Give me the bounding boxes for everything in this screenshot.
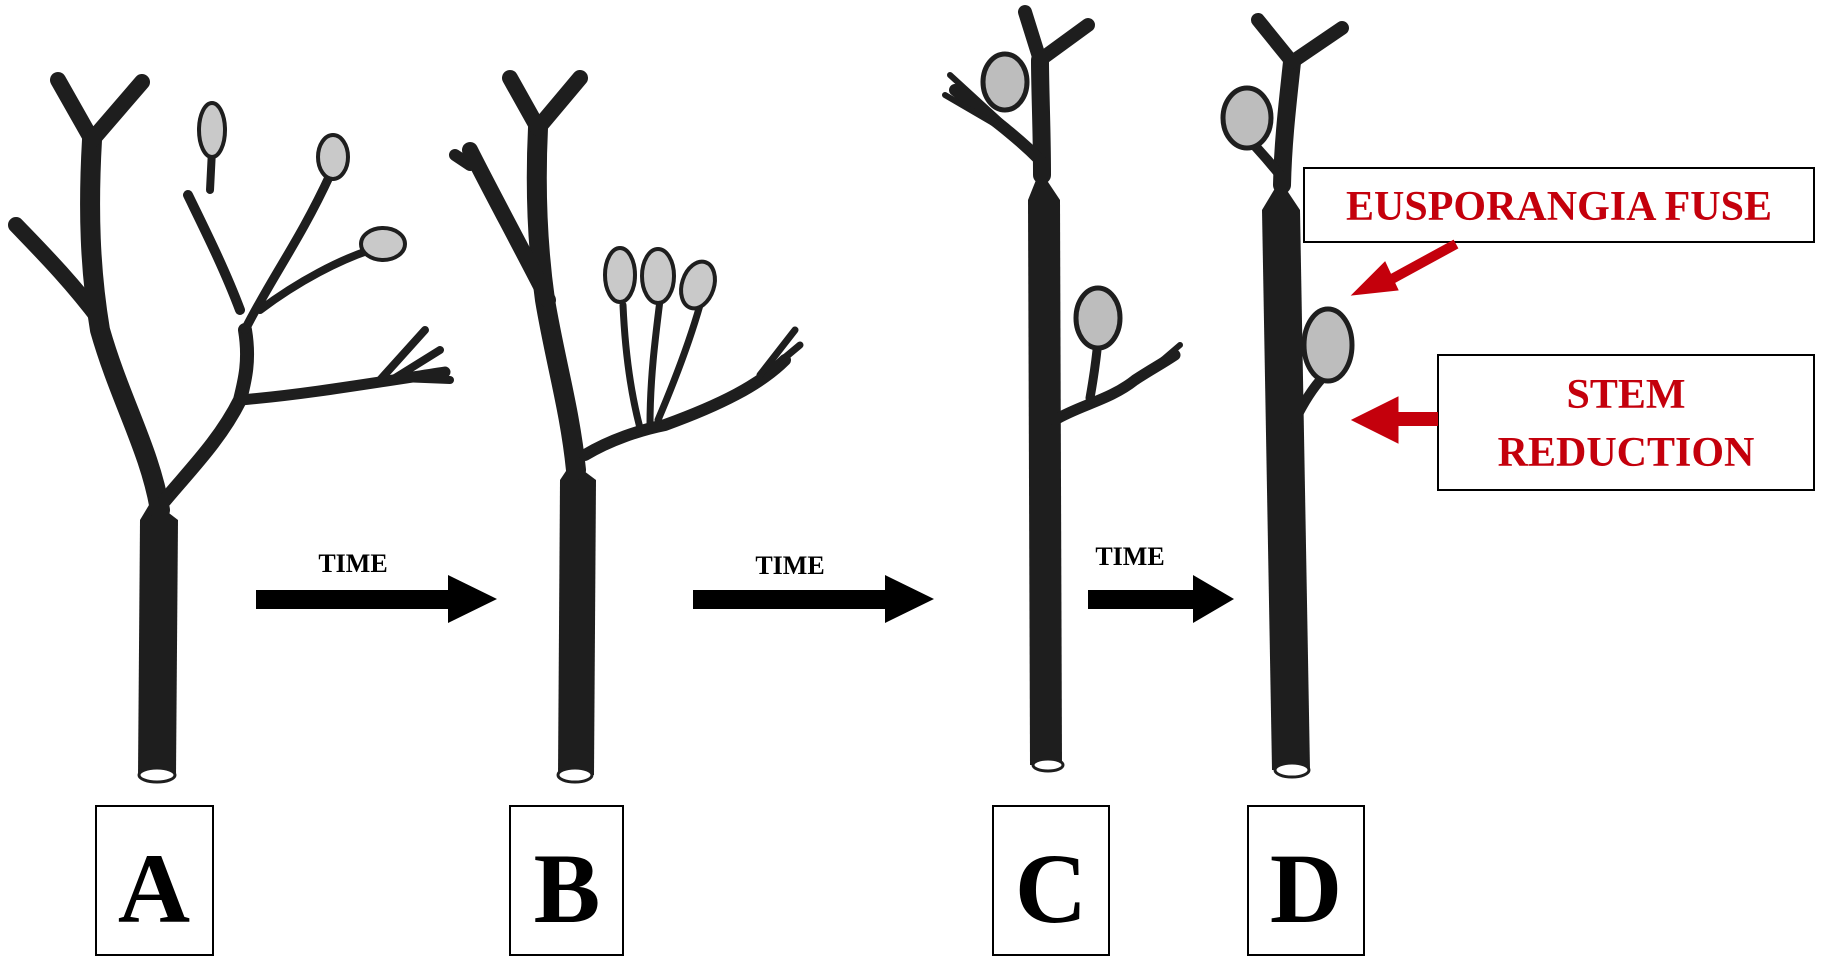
stage-label-d: D xyxy=(1247,805,1365,956)
plant-b xyxy=(449,70,804,784)
svg-text:A: A xyxy=(118,833,190,944)
plant-a xyxy=(8,72,454,784)
callout-eusporangia-text: EUSPORANGIA FUSE xyxy=(1346,184,1772,230)
time-arrow-1: TIME xyxy=(256,549,497,623)
red-arrow-icon xyxy=(1350,261,1399,296)
fused-sporangium xyxy=(980,51,1030,113)
sporangium xyxy=(359,226,407,262)
svg-text:D: D xyxy=(1270,833,1342,944)
time-label: TIME xyxy=(318,549,387,578)
time-arrow-3: TIME xyxy=(1088,542,1234,623)
stage-label-c: C xyxy=(992,805,1110,956)
time-label: TIME xyxy=(755,551,824,580)
fused-sporangium xyxy=(1220,85,1274,151)
sporangium xyxy=(316,133,350,181)
svg-text:C: C xyxy=(1015,833,1087,944)
fused-sporangium xyxy=(1073,285,1123,351)
sporangium xyxy=(679,259,717,311)
callout-eusporangia-fuse: EUSPORANGIA FUSE xyxy=(1303,167,1815,296)
callout-stem-line1: STEM xyxy=(1566,372,1685,418)
plant-d xyxy=(1220,13,1355,779)
sporangium xyxy=(640,247,676,305)
time-label: TIME xyxy=(1095,542,1164,571)
sporangium xyxy=(603,246,637,304)
callout-stem-line2: REDUCTION xyxy=(1498,430,1755,476)
sporangium xyxy=(197,101,227,159)
svg-text:B: B xyxy=(534,833,601,944)
red-arrow-icon xyxy=(1350,396,1399,444)
callout-stem-reduction: STEM REDUCTION xyxy=(1350,354,1815,491)
time-arrow-2: TIME xyxy=(693,551,934,623)
fused-sporangium xyxy=(1301,306,1355,384)
stage-label-a: A xyxy=(95,805,214,956)
plant-c xyxy=(942,5,1183,773)
stage-label-b: B xyxy=(509,805,624,956)
